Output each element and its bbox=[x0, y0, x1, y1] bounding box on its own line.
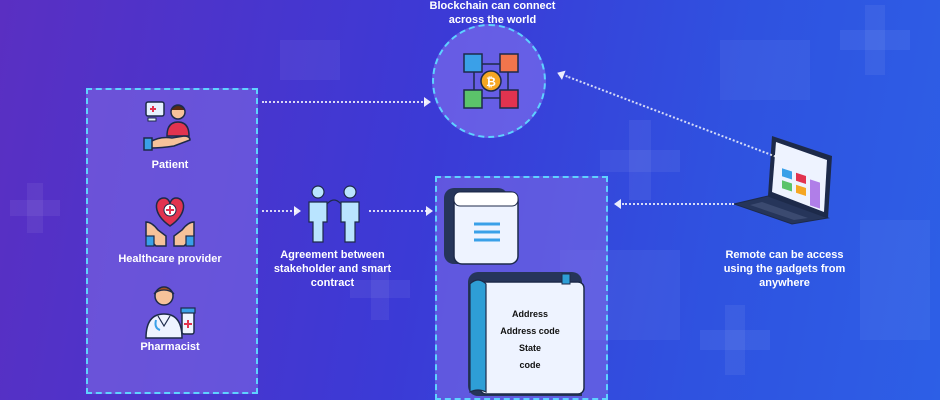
arrowhead-laptop-to-blockchain bbox=[555, 68, 566, 80]
agreement-label: Agreement between stakeholder and smart … bbox=[273, 249, 392, 289]
connector-laptop-to-contract bbox=[622, 203, 734, 205]
blockchain-icon: ₿ bbox=[463, 53, 519, 109]
arrowhead-laptop-to-contract bbox=[614, 199, 621, 209]
arrowhead-to-agreement bbox=[294, 206, 301, 216]
stakeholder-pharmacist-label: Pharmacist bbox=[140, 341, 200, 353]
contract-field-address-code: Address code bbox=[500, 326, 560, 336]
remote-access-label: Remote can be access using the gadgets f… bbox=[723, 249, 846, 289]
connector-panel-to-agreement bbox=[262, 210, 296, 212]
contract-field-state: State bbox=[518, 343, 541, 353]
document-icon bbox=[444, 188, 519, 265]
contract-field-code: code bbox=[519, 360, 541, 370]
pharmacist-icon bbox=[145, 286, 196, 339]
blockchain-label: Blockchain can connect across the world bbox=[429, 0, 556, 26]
stakeholder-patient-label: Patient bbox=[151, 159, 189, 171]
arrowhead-to-blockchain bbox=[424, 97, 431, 107]
healthcare-provider-icon bbox=[145, 197, 195, 247]
stakeholder-healthcare-provider-label: Healthcare provider bbox=[118, 253, 222, 265]
svg-text:₿: ₿ bbox=[486, 75, 496, 89]
agreement-figures-icon bbox=[308, 185, 360, 243]
smart-contract-document bbox=[468, 272, 585, 396]
arrowhead-to-contract bbox=[426, 206, 433, 216]
patient-icon bbox=[143, 101, 191, 151]
laptop-icon bbox=[732, 136, 832, 225]
connector-agreement-to-contract bbox=[369, 210, 427, 212]
connector-panel-to-blockchain bbox=[262, 101, 426, 103]
contract-field-address: Address bbox=[511, 309, 548, 319]
